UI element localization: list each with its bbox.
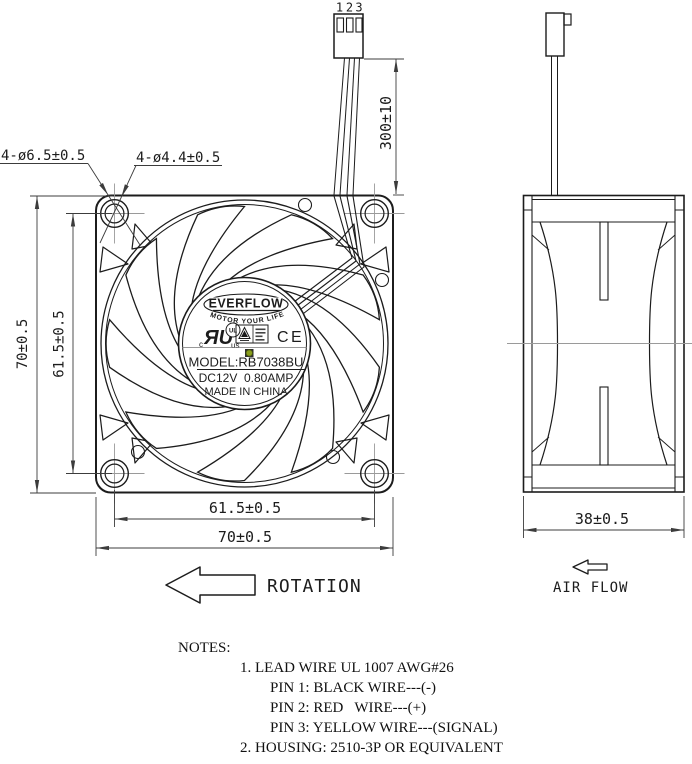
- brand-text: EVERFLOW: [209, 297, 284, 311]
- ul-recognized-mark: c ЯU us UL: [199, 322, 241, 350]
- svg-text:us: us: [231, 341, 239, 350]
- dim-height-inner: 61.5±0.5: [52, 310, 68, 377]
- triangle-cert-icon: [238, 326, 251, 339]
- note-pin1: PIN 1: BLACK WIRE---(-): [270, 680, 436, 696]
- extension-lines: [30, 58, 685, 556]
- dim-wire-length: 300±10: [377, 96, 395, 150]
- led-dot: [245, 349, 253, 357]
- hub: EVERFLOW MOTOR YOUR LIFE c ЯU us UL: [177, 276, 312, 411]
- side-view: [507, 12, 692, 493]
- connector-plan: 1 2 3: [333, 1, 364, 196]
- ce-mark: CE: [277, 329, 304, 346]
- svg-text:UL: UL: [229, 329, 237, 335]
- pin-slot-1: [336, 17, 345, 33]
- connector-side: [545, 12, 572, 195]
- airflow-label: AIR FLOW: [553, 580, 628, 596]
- dim-width-inner: 61.5±0.5: [209, 499, 281, 517]
- dimension-lines: [34, 59, 684, 551]
- dim-height-outer: 70±0.5: [15, 319, 31, 370]
- dim-width-outer: 70±0.5: [218, 528, 272, 546]
- pin-number-3: 3: [355, 1, 362, 15]
- connector-latch: [563, 13, 572, 26]
- dim-depth: 38±0.5: [575, 510, 629, 528]
- airflow-arrow-icon: [572, 559, 608, 575]
- drawing-canvas: EVERFLOW MOTOR YOUR LIFE c ЯU us UL: [0, 1, 692, 604]
- pin-number-2: 2: [346, 1, 353, 15]
- lead-wires-upper: [333, 57, 360, 196]
- motor-shaft-upper: [599, 221, 609, 301]
- hub-origin: MADE IN CHINA: [204, 386, 288, 398]
- fan-frame: [95, 194, 394, 494]
- note-pin2: PIN 2: RED WIRE---(+): [270, 700, 427, 716]
- note-lead-wire: 1. LEAD WIRE UL 1007 AWG#26: [240, 660, 454, 676]
- motor-shaft-lower: [599, 386, 609, 466]
- brand-oval: [203, 293, 289, 316]
- hole-inner-label: 4-ø4.4±0.5: [136, 150, 220, 166]
- svg-text:c: c: [199, 340, 203, 349]
- hole-outer-label: 4-ø6.5±0.5: [1, 148, 85, 164]
- front-view: EVERFLOW MOTOR YOUR LIFE c ЯU us UL: [84, 183, 405, 504]
- brand-mask: [210, 297, 283, 309]
- hub-rating: DC12V 0.80AMP: [199, 371, 294, 385]
- safety-cert-box-icon: [235, 324, 269, 344]
- rotation-indicator: ROTATION: [165, 566, 362, 604]
- note-housing: 2. HOUSING: 2510-3P OR EQUIVALENT: [240, 740, 503, 756]
- hub-model: MODEL:RB7038BU: [189, 355, 304, 370]
- notes-block: NOTES: 1. LEAD WIRE UL 1007 AWG#26 PIN 1…: [178, 638, 503, 758]
- rotation-label: ROTATION: [267, 576, 362, 597]
- lead-wires-front: [285, 195, 365, 321]
- pin-slot-3: [355, 17, 363, 33]
- note-pin3: PIN 3: YELLOW WIRE---(SIGNAL): [270, 720, 498, 736]
- notes-heading: NOTES:: [178, 640, 231, 656]
- mounting-hole-bottom-right: [335, 414, 405, 504]
- mounting-hole-top-right: [335, 183, 405, 273]
- venturi-ring-outer: [100, 199, 389, 488]
- pin-number-1: 1: [336, 1, 343, 15]
- airflow-indicator: AIR FLOW: [553, 559, 628, 596]
- pin-slot-2: [345, 17, 354, 33]
- rotation-arrow-icon: [165, 566, 256, 604]
- hole-callouts: 4-ø6.5±0.5 4-ø4.4±0.5: [0, 148, 222, 246]
- connector-housing: [333, 13, 364, 59]
